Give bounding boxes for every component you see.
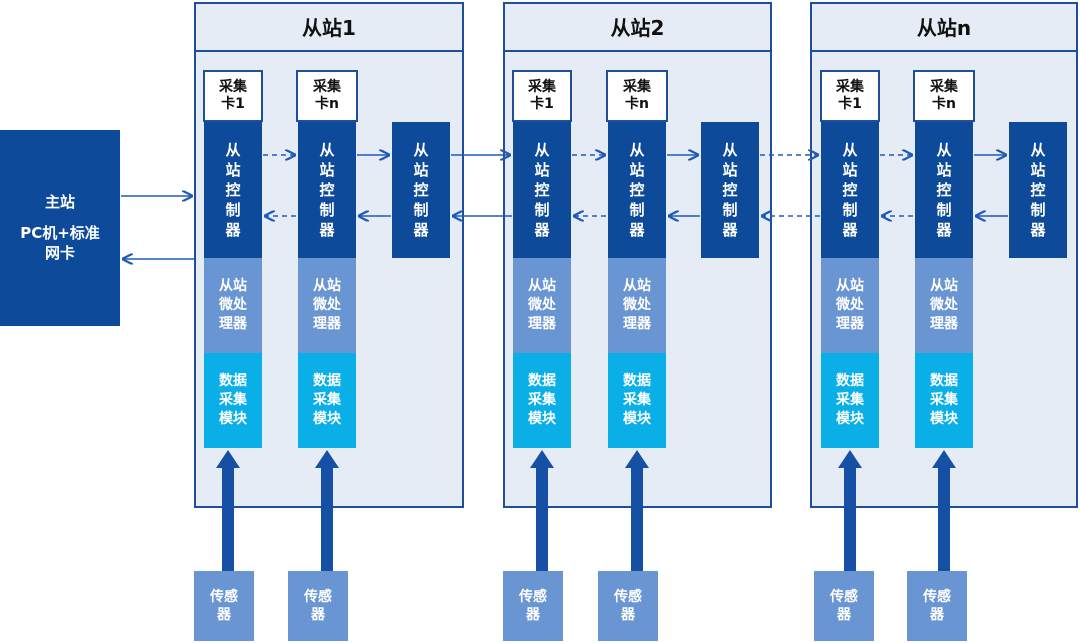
acquisition-card-n: 采集 卡n — [606, 70, 668, 122]
acquisition-card-1: 采集 卡1 — [512, 70, 572, 122]
slave-station-n-title: 从站n — [810, 2, 1078, 52]
sensor: 传感 器 — [907, 571, 967, 641]
slave-microprocessor: 从站 微处 理器 — [204, 258, 262, 353]
slave-controller: 从 站 控 制 器 — [513, 122, 571, 258]
slave-controller: 从 站 控 制 器 — [608, 122, 666, 258]
master-station-title: 主站 — [44, 192, 75, 211]
slave-microprocessor: 从站 微处 理器 — [915, 258, 973, 353]
sensor: 传感 器 — [814, 571, 874, 641]
slave-microprocessor: 从站 微处 理器 — [513, 258, 571, 353]
master-station: 主站 PC机+标准 网卡 — [0, 130, 120, 326]
slave-controller: 从 站 控 制 器 — [915, 122, 973, 258]
slave-station-2-title: 从站2 — [503, 2, 772, 52]
acquisition-card-1: 采集 卡1 — [820, 70, 880, 122]
sensor: 传感 器 — [598, 571, 658, 641]
acquisition-card-n: 采集 卡n — [296, 70, 358, 122]
sensor: 传感 器 — [503, 571, 563, 641]
sensor: 传感 器 — [194, 571, 254, 641]
master-station-line3: 网卡 — [44, 243, 75, 262]
slave-microprocessor: 从站 微处 理器 — [298, 258, 356, 353]
data-acquisition-module: 数据 采集 模块 — [915, 353, 973, 448]
data-acquisition-module: 数据 采集 模块 — [204, 353, 262, 448]
slave-controller: 从 站 控 制 器 — [1009, 122, 1067, 258]
sensor: 传感 器 — [288, 571, 348, 641]
data-acquisition-module: 数据 采集 模块 — [821, 353, 879, 448]
slave-station-1-title: 从站1 — [194, 2, 464, 52]
data-acquisition-module: 数据 采集 模块 — [298, 353, 356, 448]
slave-controller: 从 站 控 制 器 — [701, 122, 759, 258]
slave-controller: 从 站 控 制 器 — [298, 122, 356, 258]
acquisition-card-n: 采集 卡n — [913, 70, 975, 122]
slave-controller: 从 站 控 制 器 — [821, 122, 879, 258]
slave-microprocessor: 从站 微处 理器 — [821, 258, 879, 353]
slave-microprocessor: 从站 微处 理器 — [608, 258, 666, 353]
data-acquisition-module: 数据 采集 模块 — [608, 353, 666, 448]
data-acquisition-module: 数据 采集 模块 — [513, 353, 571, 448]
slave-controller: 从 站 控 制 器 — [204, 122, 262, 258]
acquisition-card-1: 采集 卡1 — [203, 70, 263, 122]
master-station-line2: PC机+标准 — [20, 224, 100, 243]
slave-controller: 从 站 控 制 器 — [392, 122, 450, 258]
